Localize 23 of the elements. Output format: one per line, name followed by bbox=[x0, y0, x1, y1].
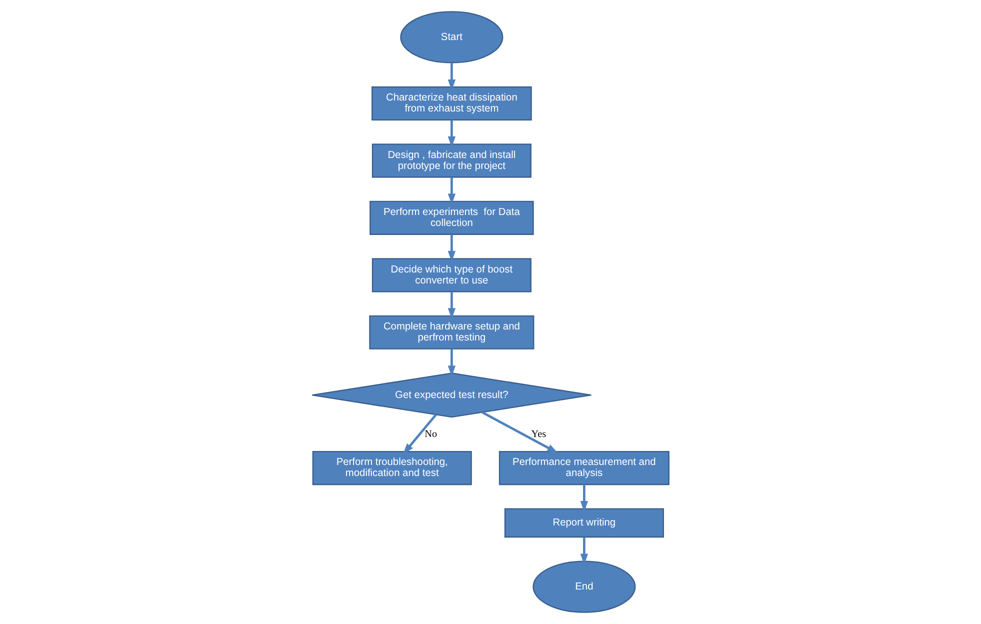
arrow bbox=[448, 62, 456, 91]
node-ellipse: Start bbox=[400, 11, 504, 64]
arrow bbox=[402, 414, 437, 454]
node-diamond: Get expected test result? bbox=[312, 372, 592, 418]
node-box: Complete hardware setup and perfrom testing bbox=[369, 315, 534, 350]
edge-label: Yes bbox=[531, 428, 546, 440]
arrow bbox=[448, 120, 456, 148]
node-box: Characterize heat dissipation from exhaust system bbox=[372, 86, 532, 120]
arrow bbox=[482, 411, 558, 454]
node-ellipse: End bbox=[532, 560, 636, 613]
node-box: Perform troubleshooting, modification and test bbox=[312, 450, 472, 486]
node-box: Perform experiments for Data collection bbox=[370, 200, 534, 235]
arrow bbox=[448, 177, 456, 205]
node-box: Decide which type of boost converter to use bbox=[372, 258, 532, 292]
arrow bbox=[580, 484, 588, 512]
edge-label: No bbox=[424, 428, 438, 440]
arrow bbox=[448, 348, 456, 377]
node-box: Report writing bbox=[504, 508, 664, 538]
arrow bbox=[580, 537, 588, 565]
arrow bbox=[448, 234, 456, 262]
node-box: Design , fabricate and install prototype for the project bbox=[372, 144, 532, 178]
arrow bbox=[448, 292, 456, 320]
node-box: Performance measurement and analysis bbox=[498, 450, 670, 486]
